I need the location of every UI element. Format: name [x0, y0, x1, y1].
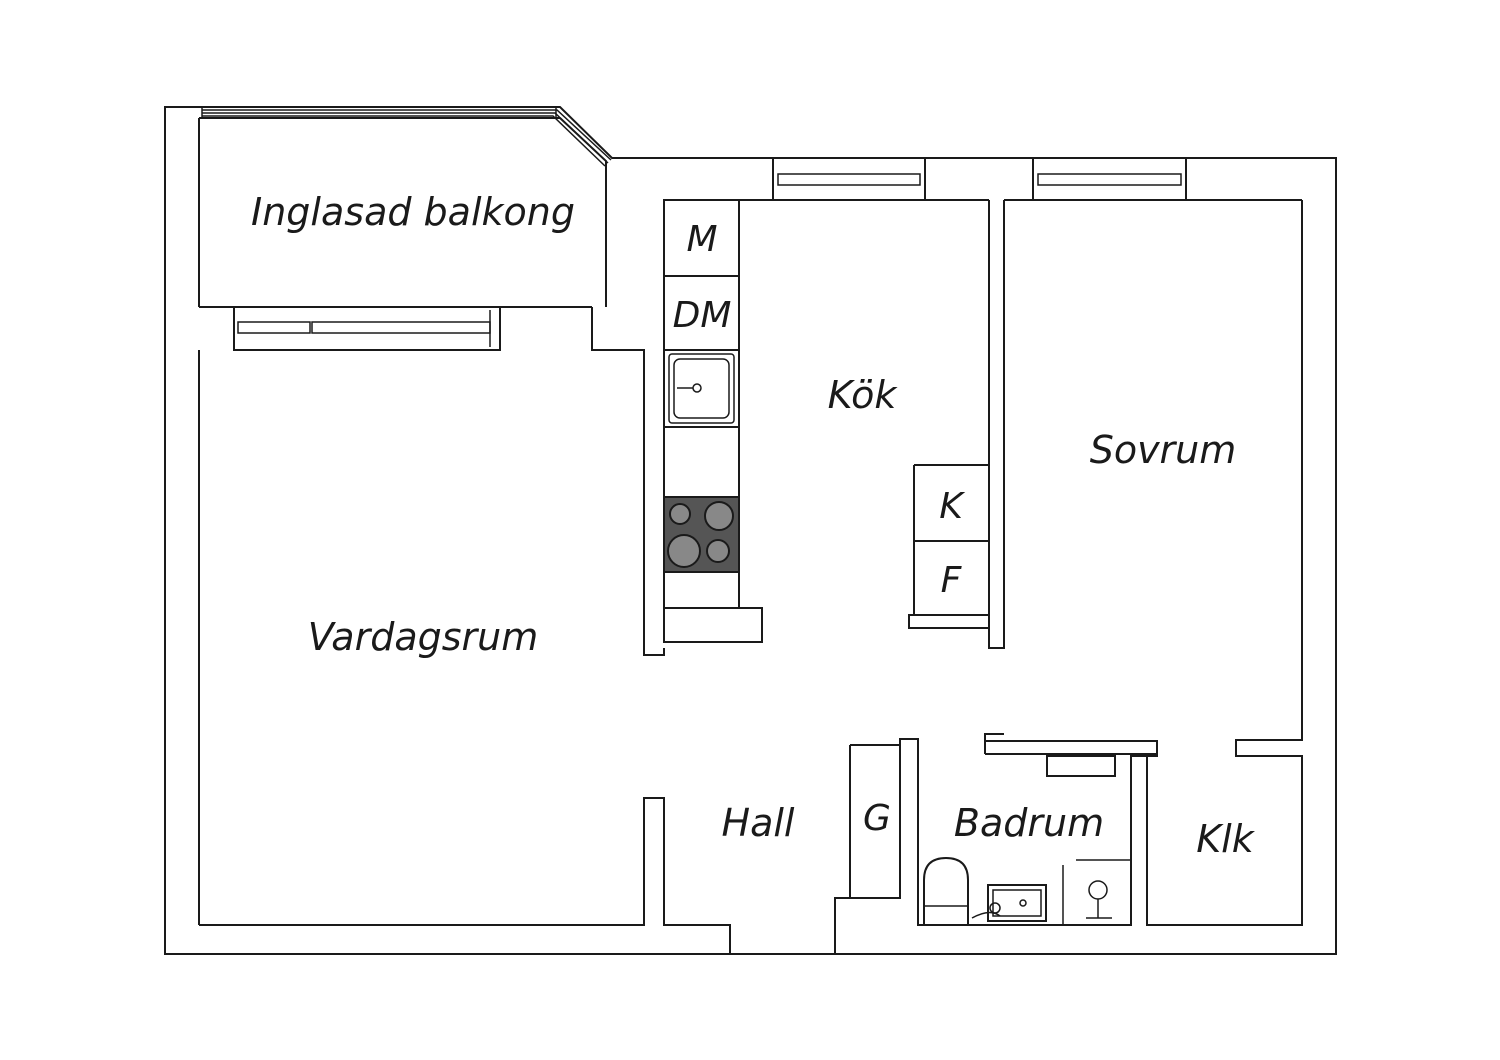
washbasin-icon	[971, 884, 1047, 922]
appliance-label-microwave: M	[686, 219, 717, 260]
balcony	[199, 108, 665, 656]
room-labels: Inglasad balkong Kök Vardagsrum Sovrum H…	[251, 190, 1256, 861]
stove-icon	[663, 496, 740, 573]
appliance-label-dishwasher: DM	[673, 295, 732, 336]
bathroom-fixtures	[923, 755, 1131, 926]
room-label-balcony: Inglasad balkong	[251, 190, 575, 234]
balcony-door	[233, 306, 501, 351]
room-label-closet: Klk	[1196, 817, 1255, 861]
toilet-icon	[923, 856, 969, 926]
room-label-living-room: Vardagsrum	[308, 615, 539, 659]
kitchen-window	[772, 157, 926, 201]
appliance-label-wardrobe: G	[863, 798, 891, 839]
kitchen	[663, 199, 1005, 649]
room-label-bedroom: Sovrum	[1090, 428, 1237, 472]
sink-icon	[668, 353, 735, 424]
room-label-bathroom: Badrum	[954, 801, 1104, 845]
balcony-glazing	[201, 108, 612, 167]
shower-icon	[1062, 859, 1131, 925]
appliance-label-fridge: K	[939, 486, 965, 527]
appliance-label-freezer: F	[941, 560, 963, 601]
room-label-kitchen: Kök	[828, 373, 899, 417]
room-label-hall: Hall	[722, 801, 795, 845]
bedroom-window	[1032, 157, 1187, 201]
bathroom-walls	[849, 738, 1157, 926]
